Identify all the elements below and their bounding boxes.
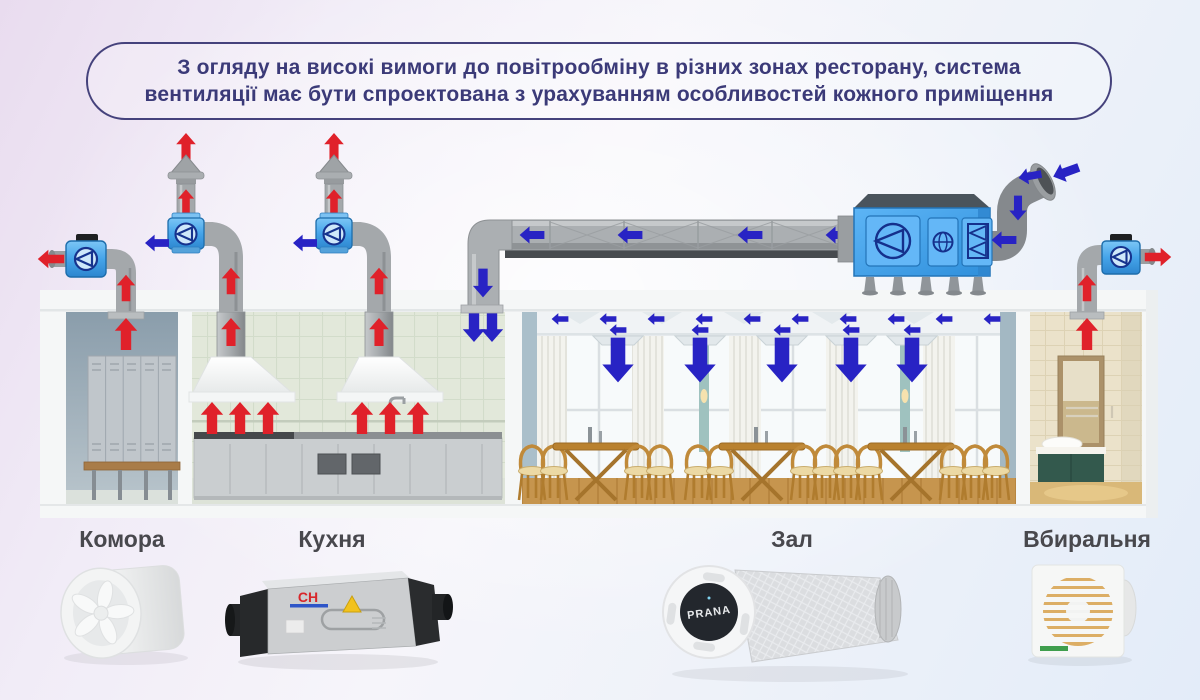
ch-brand-logo: CH	[298, 589, 318, 605]
supply-duct	[460, 219, 863, 314]
zone-label-kitchen: Кухня	[298, 526, 366, 552]
hall-windows	[537, 336, 1000, 478]
komora-exhaust-fan-assembly	[37, 234, 136, 312]
bench	[83, 461, 181, 500]
brand-mark	[1040, 646, 1068, 651]
towel-bar	[1066, 406, 1098, 418]
face-vent-slots	[666, 572, 750, 652]
lockers	[87, 355, 177, 463]
brand-subtext-mark	[290, 604, 328, 608]
room-kitchen	[188, 310, 505, 504]
ceiling-duct-flange	[107, 311, 145, 320]
supply-arrow	[1049, 158, 1083, 186]
zone-label-bathroom: Вбиральня	[1023, 526, 1151, 552]
ahu-legs	[862, 277, 986, 296]
hall-ceiling	[537, 312, 1000, 335]
room-bathroom	[1030, 311, 1142, 504]
ahu-unit	[837, 158, 1083, 296]
kitchen-hood	[188, 356, 296, 403]
ceiling-diffusers	[551, 313, 1001, 383]
label-sticker	[285, 619, 305, 634]
ahu-filter-symbol-icon	[932, 231, 954, 253]
vanity-sink	[1036, 436, 1106, 482]
info-banner: З огляду на високі вимоги до повітрообмі…	[86, 42, 1112, 120]
intake-duct	[986, 169, 1047, 261]
bathroom-mirror-door	[1057, 355, 1105, 449]
product-heat-recovery-unit: CH	[225, 571, 453, 670]
product-inline-duct-fan	[60, 565, 188, 665]
kitchen-exhaust-stack-1	[145, 133, 240, 312]
kitchen-counter	[193, 432, 503, 500]
ceiling-duct-flange	[1069, 311, 1105, 320]
banner-line-2: вентиляції має бути спроектована з ураху…	[144, 82, 1054, 106]
room-hall	[516, 312, 1016, 504]
zone-label-komora: Комора	[79, 526, 165, 552]
room-komora	[66, 311, 181, 504]
grille-slats	[1040, 573, 1116, 642]
bathroom-exhaust-fan-assembly	[1077, 234, 1172, 312]
banner-line-1: З огляду на високі вимоги до повітрообмі…	[177, 55, 1021, 79]
ahu-heat-exchanger-symbol-icon	[967, 223, 989, 259]
zone-label-hall: Зал	[771, 526, 813, 552]
warning-icon	[342, 594, 362, 613]
product-prana-recuperator: PRANA	[662, 565, 908, 682]
product-wall-exhaust-fan	[1028, 564, 1137, 666]
kitchen-exhaust-stack-2	[293, 133, 388, 312]
